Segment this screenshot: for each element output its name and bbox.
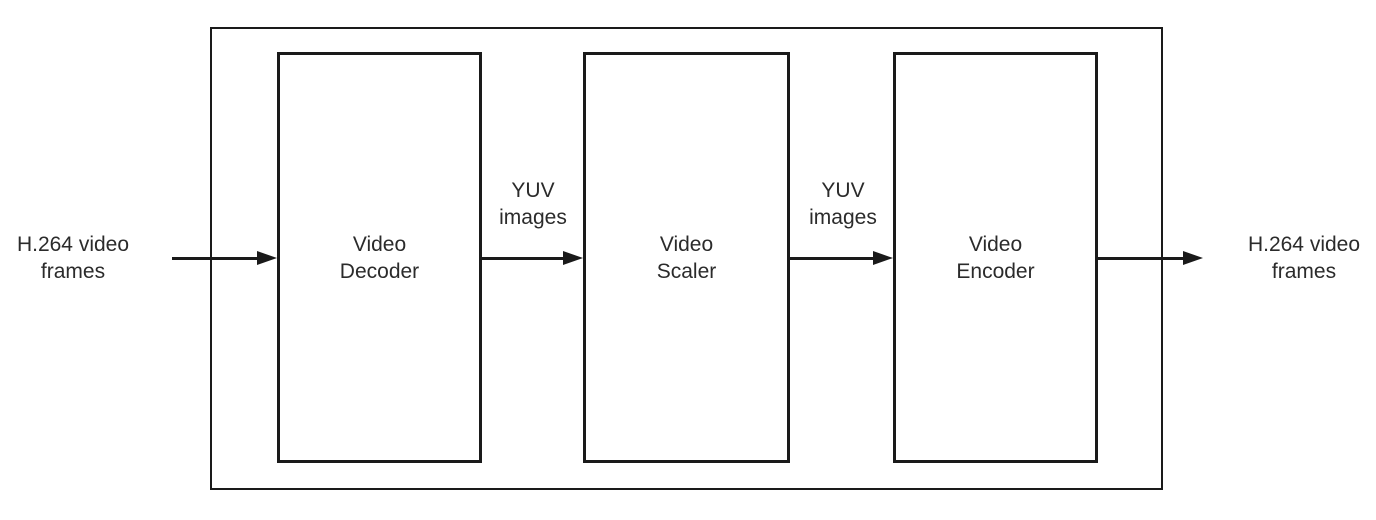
output-label: H.264 video frames xyxy=(1231,231,1376,285)
input-label-line2: frames xyxy=(40,260,106,283)
yuv-images-label-1: YUV images xyxy=(483,177,583,231)
input-label: H.264 video frames xyxy=(0,231,146,285)
input-label-line1: H.264 video xyxy=(16,233,130,256)
output-label-line1: H.264 video xyxy=(1247,233,1361,256)
scaler-to-encoder-arrow-head-icon xyxy=(873,251,893,265)
output-label-line2: frames xyxy=(1271,260,1337,283)
video-decoder-label-line2: Decoder xyxy=(339,259,420,283)
video-scaler-label-line1: Video xyxy=(659,232,714,256)
yuv-images-label-2-line1: YUV xyxy=(821,179,865,202)
video-encoder-label-line2: Encoder xyxy=(956,259,1035,283)
decoder-to-scaler-arrow-line xyxy=(482,257,568,260)
yuv-images-label-1-line1: YUV xyxy=(511,179,555,202)
video-scaler-label: Video Scaler xyxy=(657,231,717,285)
output-arrow-line xyxy=(1098,257,1188,260)
video-encoder-label: Video Encoder xyxy=(956,231,1034,285)
video-decoder-node: Video Decoder xyxy=(277,52,482,463)
video-scaler-label-line2: Scaler xyxy=(656,259,717,283)
input-arrow-line xyxy=(172,257,262,260)
decoder-to-scaler-arrow-head-icon xyxy=(563,251,583,265)
video-decoder-label-line1: Video xyxy=(352,232,407,256)
output-arrow-head-icon xyxy=(1183,251,1203,265)
video-decoder-label: Video Decoder xyxy=(340,231,419,285)
video-scaler-node: Video Scaler xyxy=(583,52,790,463)
scaler-to-encoder-arrow-line xyxy=(790,257,878,260)
yuv-images-label-2-line2: images xyxy=(809,206,877,229)
input-arrow-head-icon xyxy=(257,251,277,265)
yuv-images-label-2: YUV images xyxy=(793,177,893,231)
video-encoder-node: Video Encoder xyxy=(893,52,1098,463)
yuv-images-label-1-line2: images xyxy=(499,206,567,229)
video-encoder-label-line1: Video xyxy=(968,232,1023,256)
